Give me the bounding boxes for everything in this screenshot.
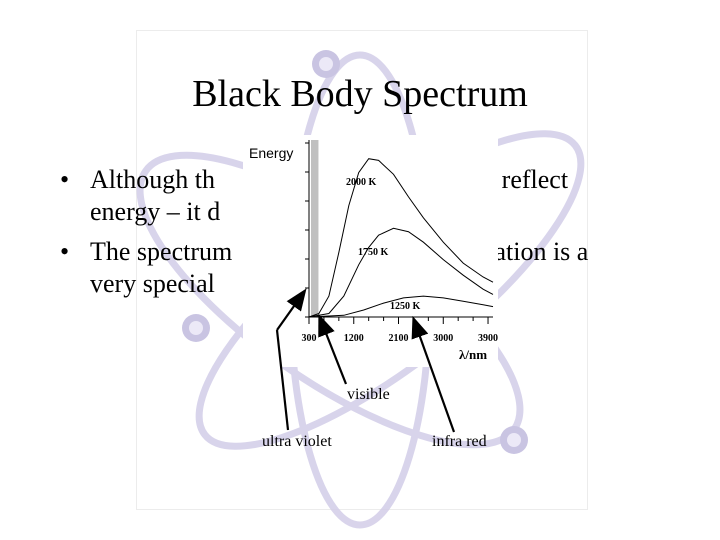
bullet-line: energy – it d — [90, 197, 221, 226]
infra-red-arrow — [411, 315, 456, 433]
series-label: 1250 K — [390, 301, 421, 312]
ultra-violet-arrow — [275, 329, 290, 431]
series-curve-2000k — [308, 158, 494, 318]
ultra-violet-arrow-segment — [276, 288, 307, 331]
bullet-text-start: Although th — [90, 165, 215, 194]
spectrum-chart: 300 1200 2100 3000 3900 Energy λ/nm 2000 K 1750 … — [249, 140, 498, 362]
visible-arrow — [318, 313, 348, 385]
x-tick-label: 300 — [302, 333, 317, 344]
series-curve-1250k — [308, 295, 494, 318]
bullet-text-start: The spectrum — [90, 237, 233, 266]
x-tick-label: 3900 — [478, 333, 498, 344]
visible-band — [311, 140, 319, 317]
x-axis-label: λ/nm — [459, 347, 487, 362]
x-tick-label: 1200 — [344, 333, 364, 344]
y-axis-label: Energy — [249, 145, 293, 161]
visible-label: visible — [347, 386, 390, 403]
x-tick-label: 2100 — [389, 333, 409, 344]
series-label: 2000 K — [346, 177, 377, 188]
infra-red-label: infra red — [432, 433, 487, 450]
x-tick-label: 3000 — [433, 333, 453, 344]
series-label: 1750 K — [358, 247, 389, 258]
spectrum-graph: 300 1200 2100 3000 3900 Energy λ/nm 2000 K 1750 … — [243, 135, 498, 367]
series-curve-1750k — [308, 227, 494, 318]
slide-title: Black Body Spectrum — [192, 73, 528, 115]
ultra-violet-label: ultra violet — [262, 433, 332, 450]
bullet-line: very special — [90, 269, 215, 298]
